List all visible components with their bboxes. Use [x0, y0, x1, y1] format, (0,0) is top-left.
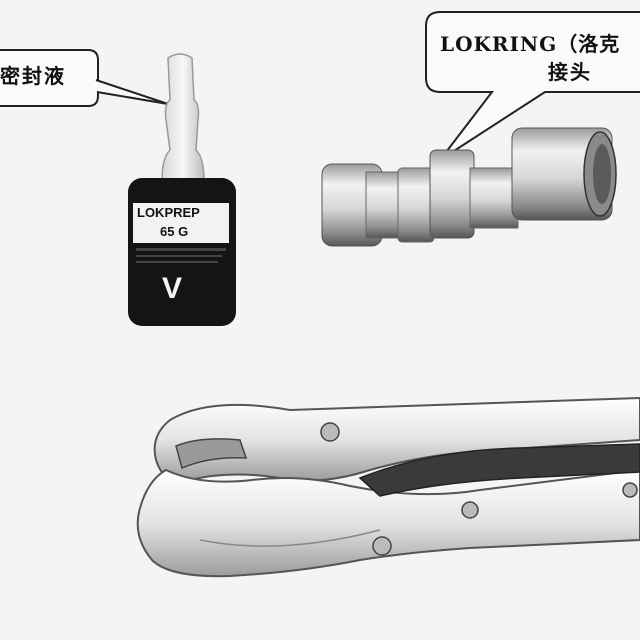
lokring-fitting — [321, 127, 617, 247]
lokring-callout-label-line2: 接头 — [548, 60, 592, 84]
sealant-callout-label: 密封液 — [0, 64, 66, 88]
sealant-callout-bubble — [0, 49, 169, 107]
bottle-code-label: 65 G — [160, 224, 189, 239]
lokring-callout-bubble — [425, 11, 640, 161]
bottle-logo: V — [162, 272, 183, 305]
bottle-brand-label: LOKPREP — [137, 205, 200, 220]
lokring-callout-label-line1: LOKRING（洛克 — [440, 32, 621, 56]
locking-pliers — [136, 396, 640, 578]
sealant-bottle — [128, 53, 236, 326]
